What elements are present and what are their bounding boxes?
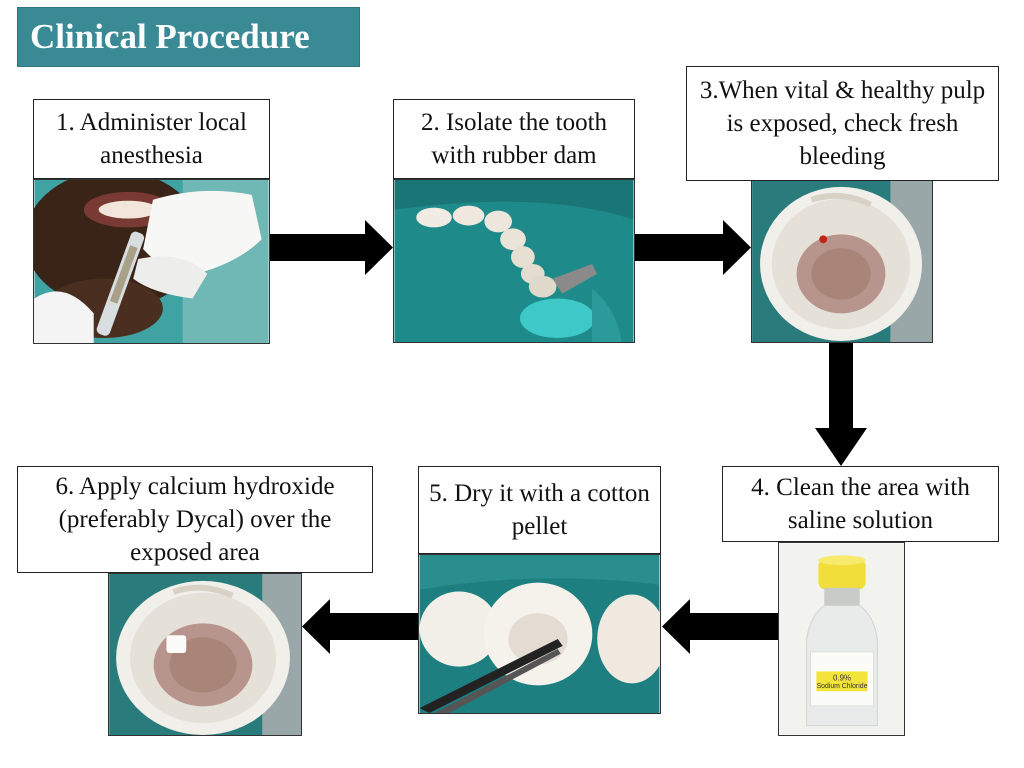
step-6-photo: [108, 573, 302, 736]
step-3-label: 3.When vital & healthy pulp is exposed, …: [686, 66, 999, 181]
arrow-left-5: [302, 599, 418, 654]
step-5-photo: [418, 554, 661, 714]
rubber-dam-isolation-image: [394, 180, 634, 342]
slide-title: Clinical Procedure: [17, 7, 360, 67]
anesthesia-injection-image: [34, 180, 269, 343]
step-2-photo: [393, 179, 635, 343]
arrow-down-3: [815, 343, 867, 466]
arrow-left-4: [662, 599, 778, 654]
cotton-pellet-drying-image: [419, 555, 660, 713]
vial-label-name: Sodium Chloride: [817, 683, 868, 690]
step-1-label: 1. Administer local anesthesia: [33, 99, 270, 179]
step-2-label: 2. Isolate the tooth with rubber dam: [393, 99, 635, 179]
saline-vial-image: 0.9% Sodium Chloride: [779, 543, 904, 735]
step-3-photo: [751, 179, 933, 343]
step-6-label: 6. Apply calcium hydroxide (preferably D…: [17, 466, 373, 573]
step-4-photo: 0.9% Sodium Chloride: [778, 542, 905, 736]
arrow-right-1: [270, 220, 393, 275]
arrow-right-2: [635, 220, 751, 275]
step-4-label: 4. Clean the area with saline solution: [722, 466, 999, 542]
calcium-hydroxide-applied-image: [109, 574, 301, 735]
step-1-photo: [33, 179, 270, 344]
exposed-pulp-bleeding-image: [752, 180, 932, 342]
vial-label-percent: 0.9%: [833, 673, 851, 682]
step-5-label: 5. Dry it with a cotton pellet: [418, 466, 661, 554]
